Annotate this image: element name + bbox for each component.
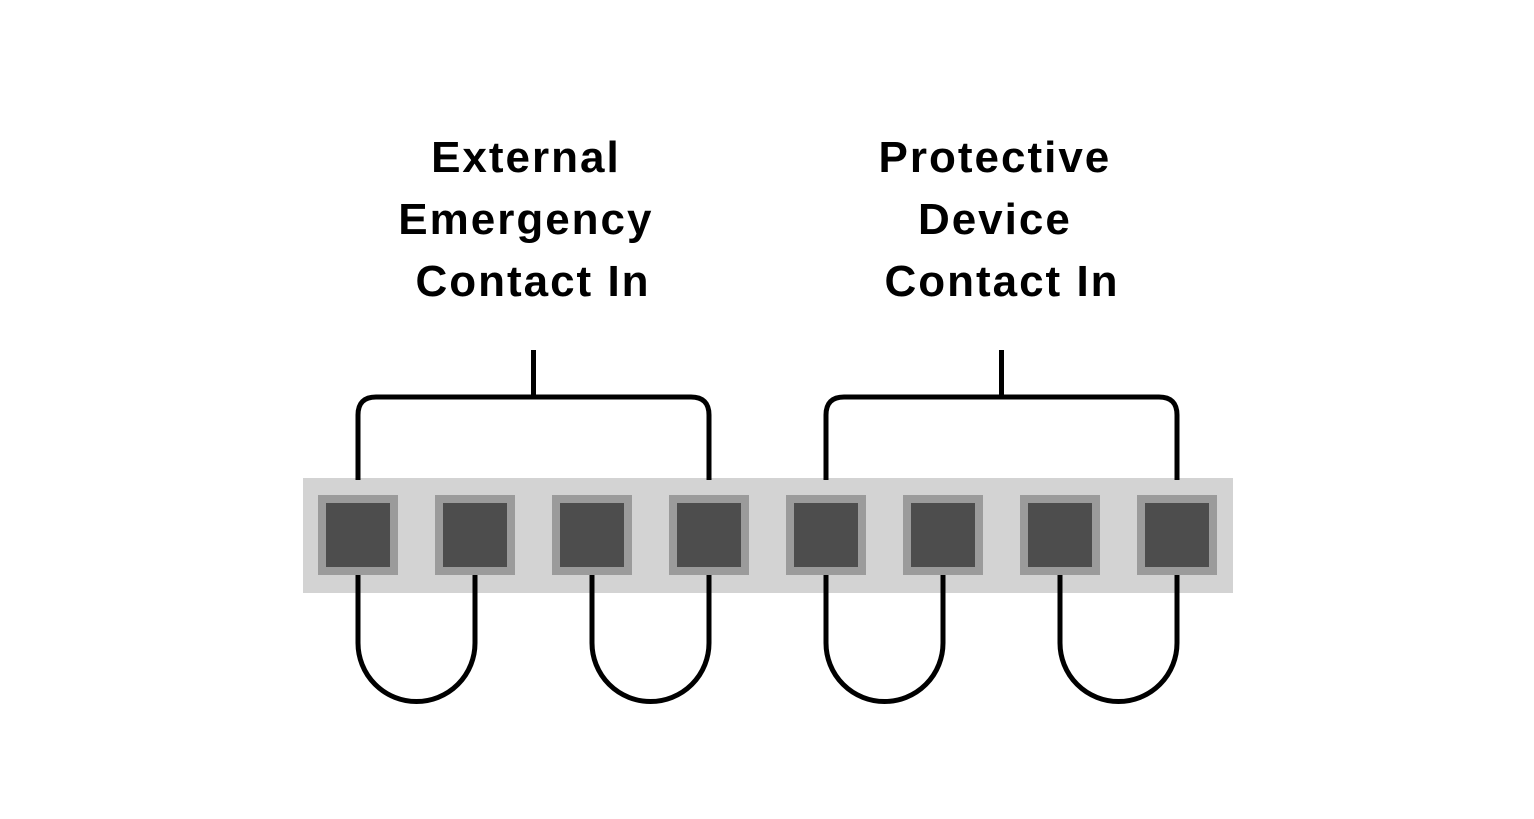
bracket-external-group [355,394,712,480]
terminal-2 [435,495,515,575]
jumper-wire-7-8 [1057,545,1180,704]
terminal-6 [903,495,983,575]
jumper-wire-5-6 [823,545,946,704]
jumper-wire-3-4 [589,545,712,704]
terminal-8 [1137,495,1217,575]
terminal-7 [1020,495,1100,575]
label-line: Protective [879,133,1112,182]
terminal-face [560,503,624,567]
label-line: Contact In [884,257,1119,306]
terminal-4 [669,495,749,575]
label-line: Device [918,195,1072,244]
terminal-5 [786,495,866,575]
bracket-protective-group [823,394,1180,480]
label-line: External [431,133,621,182]
label-line: Contact In [415,257,650,306]
terminal-face [794,503,858,567]
terminal-face [677,503,741,567]
label-external-emergency-contact-in: External Emergency Contact In [398,133,667,306]
label-protective-device-contact-in: Protective Device Contact In [879,133,1126,306]
label-line: Emergency [398,195,653,244]
terminal-face [1145,503,1209,567]
terminal-face [443,503,507,567]
jumper-wire-1-2 [355,545,478,704]
terminal-1 [318,495,398,575]
terminal-face [911,503,975,567]
terminal-face [326,503,390,567]
terminal-3 [552,495,632,575]
terminal-face [1028,503,1092,567]
